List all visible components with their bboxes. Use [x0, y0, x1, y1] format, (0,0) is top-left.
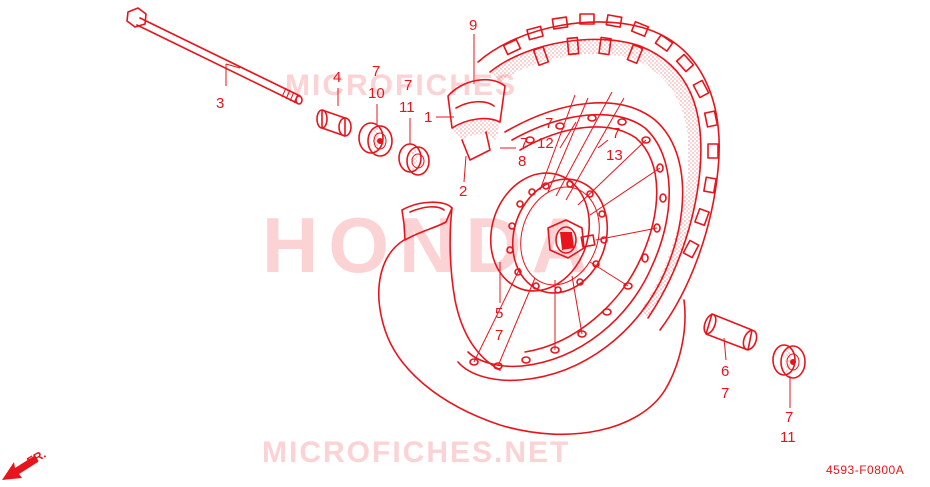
leader-lines	[225, 34, 791, 408]
callout-7-bottom: 7	[785, 409, 793, 426]
hub-flange-holes	[506, 180, 608, 294]
inner-tube	[378, 201, 686, 436]
watermark-top: MICROFICHES	[285, 69, 517, 102]
watermark-layer: MICROFICHES HONDA MICROFICHES.NET	[262, 69, 598, 469]
callout-7-hub: 7	[495, 327, 503, 344]
callout-3: 3	[216, 95, 224, 112]
callout-6: 6	[721, 363, 729, 380]
callout-10: 10	[368, 85, 385, 102]
callout-1: 1	[424, 109, 432, 126]
front-arrow-icon	[2, 456, 38, 480]
callout-13: 13	[606, 147, 623, 164]
rim	[457, 102, 684, 382]
rim-spoke-holes	[469, 114, 667, 370]
callout-7-spoke-13: 7	[612, 125, 620, 142]
dust-seal-11	[398, 143, 430, 176]
bearing-10	[358, 122, 393, 157]
callouts: 3 4 7 10 7 11 9 1 7 8 2 7 12 7 13 5 7 6 …	[216, 17, 796, 446]
tire	[447, 13, 720, 331]
callout-2: 2	[459, 183, 467, 200]
bearing-11-bottom	[772, 344, 806, 379]
callout-8: 8	[518, 153, 526, 170]
callout-5: 5	[495, 305, 503, 322]
callout-7-spoke-12: 7	[545, 115, 553, 132]
callout-11-bottom: 11	[780, 429, 796, 446]
front-direction-marker: FR.	[2, 447, 48, 480]
callout-7-tube: 7	[520, 135, 528, 152]
front-axle	[126, 7, 303, 105]
right-spacer	[703, 313, 758, 351]
watermark-center: HONDA	[262, 201, 598, 289]
callout-11-top: 11	[399, 99, 415, 116]
callout-9: 9	[469, 17, 477, 34]
callout-4: 4	[333, 69, 341, 86]
hub	[489, 172, 609, 294]
diagram-code: 4593-F0800A	[826, 463, 904, 477]
watermark-bottom: MICROFICHES.NET	[262, 436, 570, 469]
axle-spacer	[316, 109, 352, 137]
callout-7-bearing-10: 7	[372, 63, 380, 80]
callout-7-seal-11: 7	[404, 77, 412, 94]
callout-12: 12	[537, 135, 554, 152]
callout-7-spacer: 7	[721, 385, 729, 402]
